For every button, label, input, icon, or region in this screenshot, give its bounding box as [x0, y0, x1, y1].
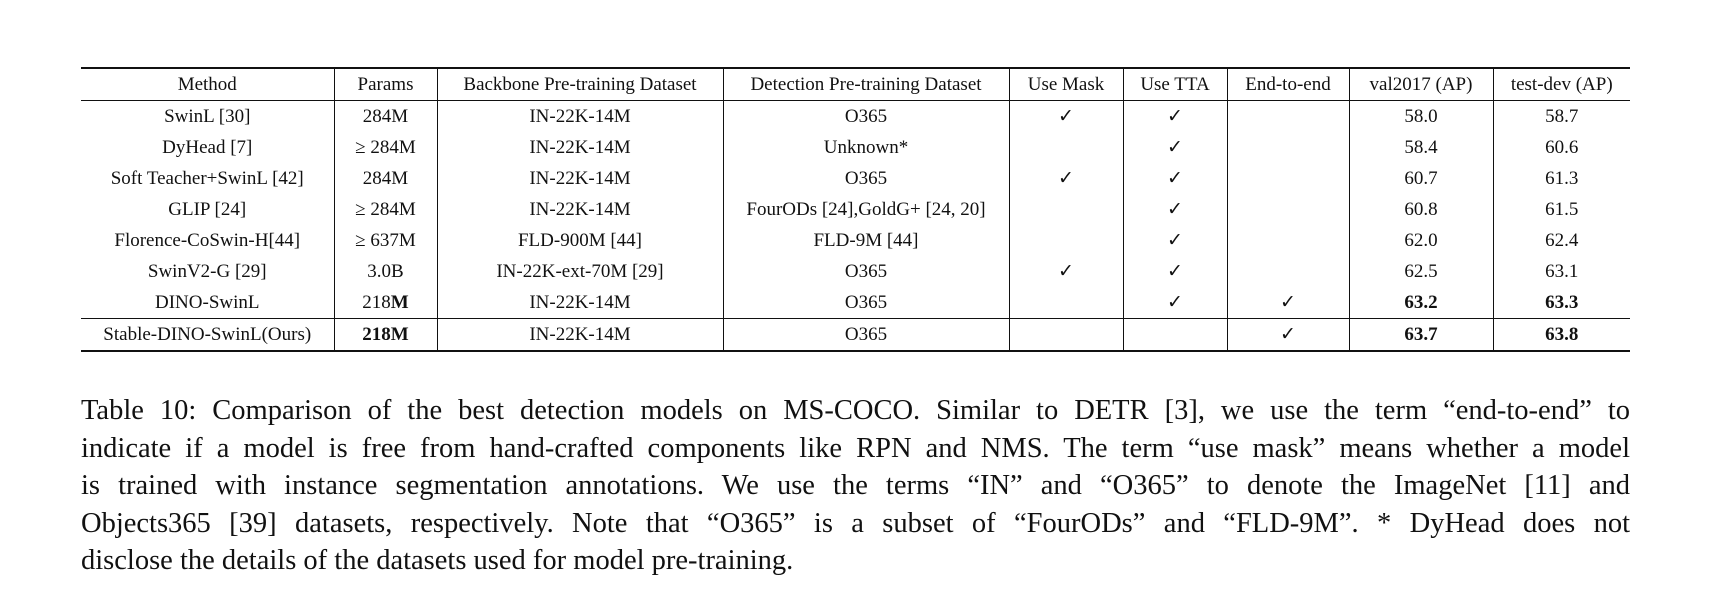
cell-use-tta: ✓ [1122, 100, 1227, 132]
caption-line: disclose the details of the datasets use… [81, 545, 794, 576]
cell-detection-dataset: O365 [722, 163, 1009, 194]
cell-detection-dataset: FourODs [24],GoldG+ [24, 20] [722, 194, 1009, 225]
cell-method: SwinL [30] [164, 106, 251, 127]
cell-method: GLIP [24] [168, 199, 247, 220]
cell-detection-dataset: O365 [722, 287, 1009, 319]
cell-use-mask [1008, 225, 1123, 256]
cell-use-tta [1122, 318, 1227, 351]
cell-backbone-dataset: IN-22K-14M [436, 100, 723, 132]
cell-val2017: 58.0 [1348, 100, 1493, 132]
params-bold-unit: M [390, 292, 409, 313]
cell-backbone-dataset: IN-22K-14M [436, 132, 723, 163]
cell-backbone-dataset: IN-22K-ext-70M [29] [436, 256, 723, 287]
cell-detection-dataset: O365 [722, 256, 1009, 287]
cell-method: Stable-DINO-SwinL(Ours) [81, 318, 334, 351]
cell-val2017: 60.7 [1348, 163, 1493, 194]
caption-line: indicate if a model is free from hand-cr… [81, 432, 1630, 464]
cell-end-to-end [1226, 163, 1349, 194]
table-row: GLIP [24] ≥ 284M IN-22K-14M FourODs [24]… [81, 194, 1630, 225]
cell-method: Florence-CoSwin-H[44] [114, 230, 301, 251]
table-row: DyHead [7] ≥ 284M IN-22K-14M Unknown* ✓ … [81, 132, 1630, 163]
cell-test-dev: 61.5 [1492, 194, 1630, 225]
caption-line: Objects365 [39] datasets, respectively. … [81, 507, 1630, 539]
cell-use-mask: ✓ [1008, 163, 1123, 194]
cell-val2017: 60.8 [1348, 194, 1493, 225]
cell-backbone-dataset: IN-22K-14M [436, 163, 723, 194]
cell-end-to-end [1226, 225, 1349, 256]
cell-end-to-end [1226, 194, 1349, 225]
cell-end-to-end [1226, 100, 1349, 132]
cell-val2017: 62.5 [1348, 256, 1493, 287]
cell-params: 284M [333, 163, 437, 194]
cell-params: 284M [333, 100, 437, 132]
cell-val2017: 63.7 [1348, 318, 1493, 351]
cell-use-tta: ✓ [1122, 132, 1227, 163]
table-row: DINO-SwinL 218M IN-22K-14M O365 ✓ ✓ 63.2… [81, 287, 1630, 319]
cell-params: 218M [333, 318, 437, 351]
cell-backbone-dataset: IN-22K-14M [436, 287, 723, 319]
cell-method: DINO-SwinL [155, 292, 260, 313]
table-row: SwinV2-G [29] 3.0B IN-22K-ext-70M [29] O… [81, 256, 1630, 287]
cell-params: ≥ 637M [333, 225, 437, 256]
cell-use-tta: ✓ [1122, 163, 1227, 194]
header-end-to-end: End-to-end [1226, 68, 1349, 101]
table-header-row: Method Params Backbone Pre-training Data… [81, 68, 1630, 101]
header-use-mask: Use Mask [1008, 68, 1123, 101]
cell-use-mask [1008, 287, 1123, 319]
cell-use-tta: ✓ [1122, 287, 1227, 319]
cell-method: DyHead [7] [162, 137, 253, 158]
cell-end-to-end [1226, 256, 1349, 287]
cell-use-mask [1008, 318, 1123, 351]
cell-params: 3.0B [333, 256, 437, 287]
cell-end-to-end: ✓ [1226, 318, 1349, 351]
table-caption: Table 10: Comparison of the best detecti… [81, 392, 1630, 580]
cell-test-dev: 60.6 [1492, 132, 1630, 163]
caption-line: is trained with instance segmentation an… [81, 470, 1630, 501]
comparison-table-container: Method Params Backbone Pre-training Data… [81, 67, 1630, 352]
cell-detection-dataset: Unknown* [722, 132, 1009, 163]
cell-test-dev: 62.4 [1492, 225, 1630, 256]
cell-use-mask: ✓ [1008, 256, 1123, 287]
table-row: Soft Teacher+SwinL [42] 284M IN-22K-14M … [81, 163, 1630, 194]
cell-use-tta: ✓ [1122, 194, 1227, 225]
cell-test-dev: 58.7 [1492, 100, 1630, 132]
cell-test-dev: 63.3 [1492, 287, 1630, 319]
cell-detection-dataset: FLD-9M [44] [722, 225, 1009, 256]
cell-val2017: 58.4 [1348, 132, 1493, 163]
table-row-ours: Stable-DINO-SwinL(Ours) 218M IN-22K-14M … [81, 318, 1630, 351]
table-row: Florence-CoSwin-H[44] ≥ 637M FLD-900M [4… [81, 225, 1630, 256]
cell-params: ≥ 284M [333, 132, 437, 163]
cell-use-tta: ✓ [1122, 225, 1227, 256]
cell-params: ≥ 284M [333, 194, 437, 225]
header-backbone-dataset: Backbone Pre-training Dataset [436, 68, 723, 101]
cell-use-mask [1008, 132, 1123, 163]
caption-line: Table 10: Comparison of the best detecti… [81, 395, 1630, 426]
cell-method: SwinV2-G [29] [147, 261, 267, 282]
cell-detection-dataset: O365 [722, 100, 1009, 132]
cell-use-mask: ✓ [1008, 100, 1123, 132]
cell-method: Soft Teacher+SwinL [42] [110, 168, 304, 189]
cell-end-to-end [1226, 132, 1349, 163]
cell-val2017: 63.2 [1348, 287, 1493, 319]
header-test-dev: test-dev (AP) [1492, 68, 1630, 101]
cell-backbone-dataset: IN-22K-14M [436, 194, 723, 225]
cell-detection-dataset: O365 [722, 318, 1009, 351]
header-detection-dataset: Detection Pre-training Dataset [722, 68, 1009, 101]
cell-val2017: 62.0 [1348, 225, 1493, 256]
cell-test-dev: 63.8 [1492, 318, 1630, 351]
table-row: SwinL [30] 284M IN-22K-14M O365 ✓ ✓ 58.0… [81, 100, 1630, 132]
header-params: Params [333, 68, 437, 101]
cell-test-dev: 63.1 [1492, 256, 1630, 287]
header-val2017: val2017 (AP) [1348, 68, 1493, 101]
cell-test-dev: 61.3 [1492, 163, 1630, 194]
comparison-table: Method Params Backbone Pre-training Data… [81, 67, 1630, 352]
cell-params: 218M [333, 287, 437, 319]
cell-use-tta: ✓ [1122, 256, 1227, 287]
cell-backbone-dataset: FLD-900M [44] [436, 225, 723, 256]
header-method: Method [81, 68, 334, 101]
cell-backbone-dataset: IN-22K-14M [436, 318, 723, 351]
header-use-tta: Use TTA [1122, 68, 1227, 101]
cell-end-to-end: ✓ [1226, 287, 1349, 319]
cell-use-mask [1008, 194, 1123, 225]
